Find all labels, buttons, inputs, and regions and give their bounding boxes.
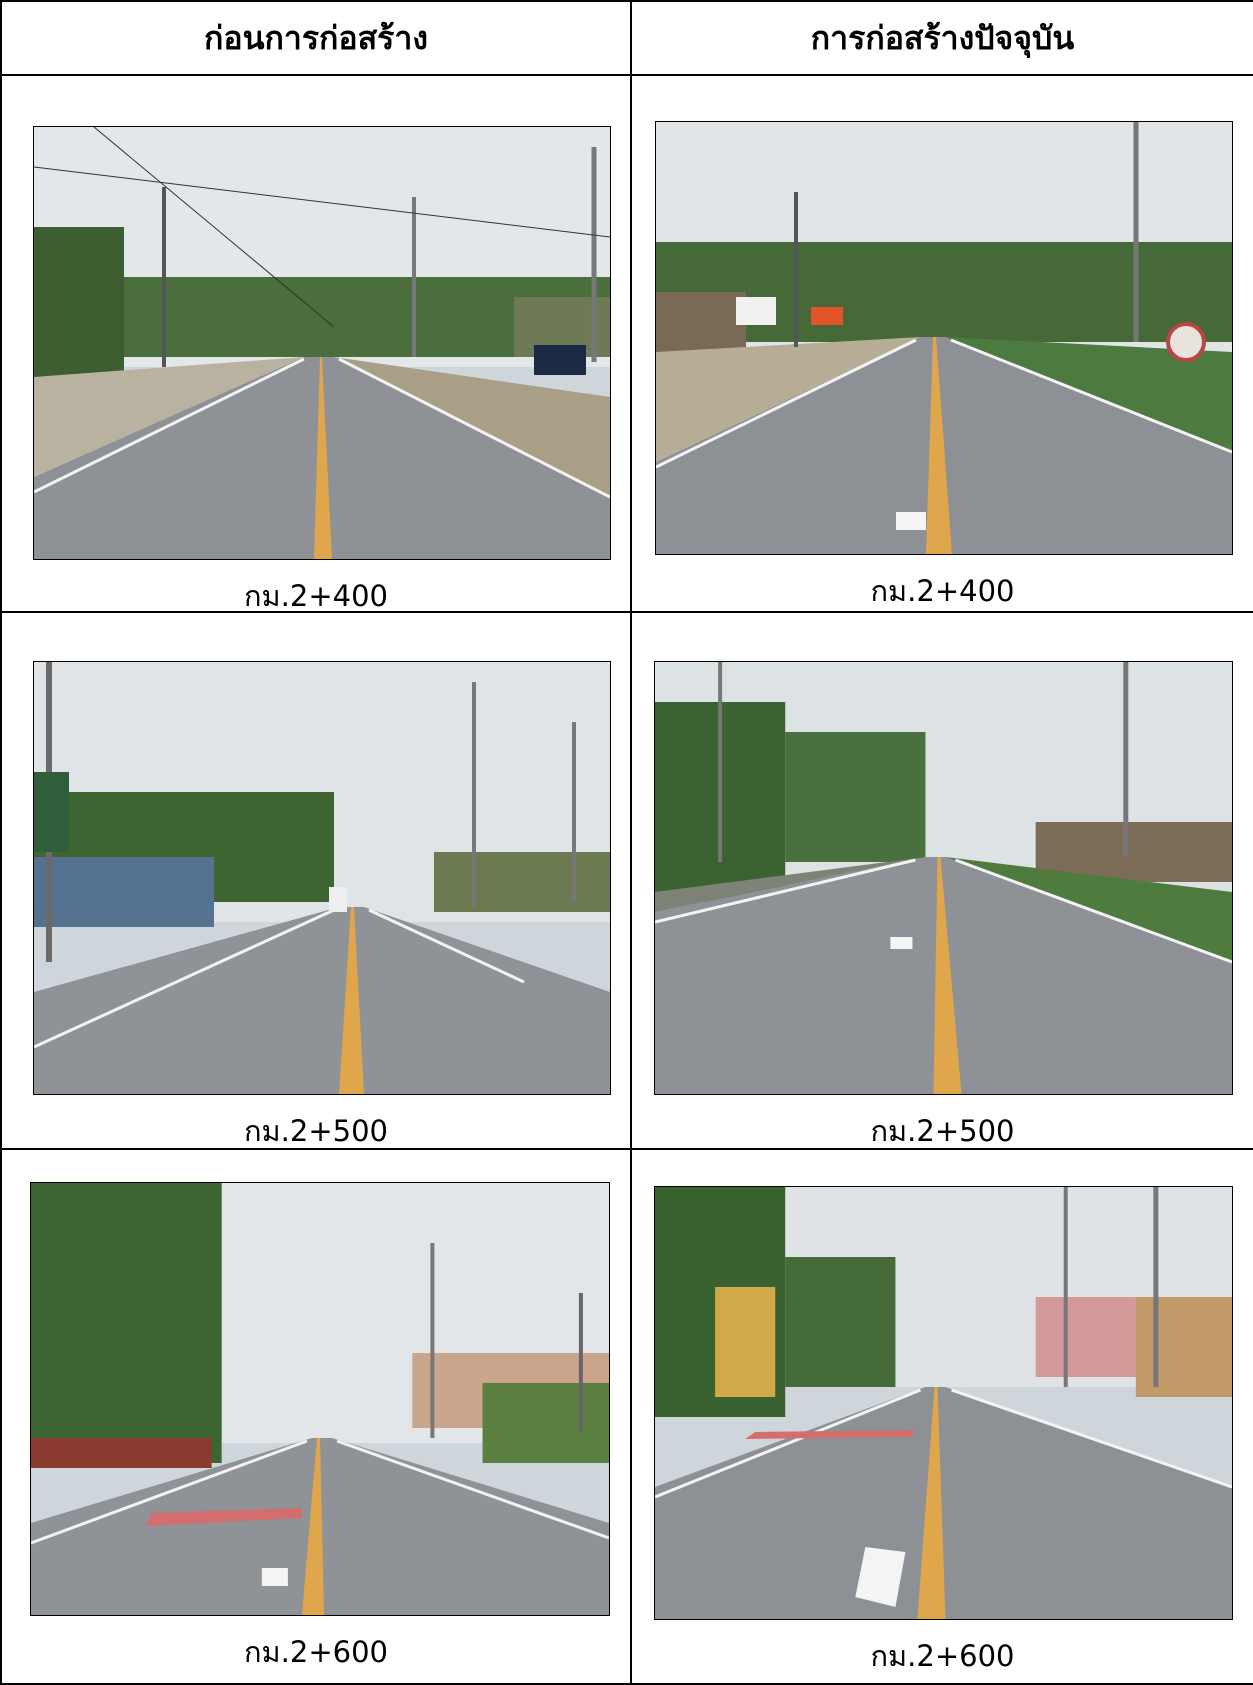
road-photo-icon <box>655 1187 1232 1619</box>
before-header: ก่อนการก่อสร้าง <box>0 0 632 76</box>
current-caption-row-1: กม.2+400 <box>870 574 1015 608</box>
current-road-photo-km2-600 <box>654 1186 1233 1620</box>
header-row: ก่อนการก่อสร้าง การก่อสร้างปัจจุบัน <box>0 0 1253 76</box>
before-road-photo-km2-500 <box>33 661 611 1095</box>
before-road-photo-km2-600 <box>30 1182 610 1616</box>
before-cell-row-3: กม.2+600 <box>0 1148 632 1685</box>
before-caption-row-3: กม.2+600 <box>244 1635 388 1669</box>
road-photo-icon <box>34 662 610 1094</box>
road-photo-icon <box>31 1183 609 1615</box>
road-photo-icon <box>656 122 1232 554</box>
current-cell-row-3: กม.2+600 <box>630 1148 1253 1685</box>
current-header: การก่อสร้างปัจจุบัน <box>630 0 1253 76</box>
before-cell-row-2: กม.2+500 <box>0 611 632 1150</box>
current-road-photo-km2-500 <box>654 661 1233 1095</box>
road-photo-icon <box>34 127 610 559</box>
table-row: กม.2+600 <box>0 1148 1253 1685</box>
table-row: กม.2+500 <box>0 611 1253 1150</box>
before-caption-row-1: กม.2+400 <box>244 579 388 613</box>
current-road-photo-km2-400 <box>655 121 1233 555</box>
current-caption-row-2: กม.2+500 <box>870 1114 1015 1148</box>
before-cell-row-1: กม.2+400 <box>0 74 632 613</box>
current-caption-row-3: กม.2+600 <box>870 1639 1015 1673</box>
road-photo-icon <box>655 662 1232 1094</box>
current-cell-row-2: กม.2+500 <box>630 611 1253 1150</box>
before-caption-row-2: กม.2+500 <box>244 1114 388 1148</box>
before-road-photo-km2-400 <box>33 126 611 560</box>
table-row: กม.2+400 <box>0 74 1253 613</box>
current-cell-row-1: กม.2+400 <box>630 74 1253 613</box>
